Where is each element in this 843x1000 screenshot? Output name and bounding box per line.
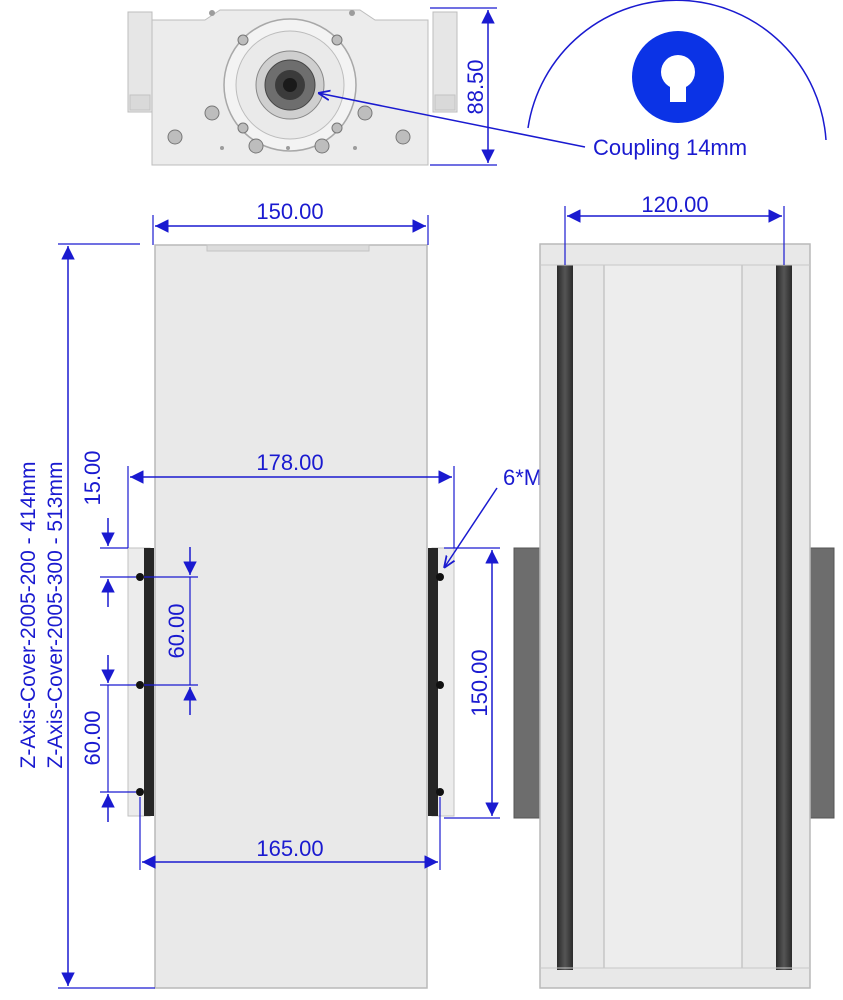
hole-span-label: 165.00: [256, 836, 323, 861]
shaft-icon: [283, 78, 297, 92]
hole-icon: [136, 681, 144, 689]
right-flange-slot: [428, 548, 438, 816]
dim-flange-span: 178.00: [127, 450, 455, 548]
side-width-label: 120.00: [641, 192, 708, 217]
side-center-panel: [603, 264, 743, 969]
screw-icon: [331, 122, 343, 134]
dim-total-length: Z-Axis-Cover-2005-200 - 414mm Z-Axis-Cov…: [17, 243, 155, 989]
screw-icon: [248, 138, 264, 154]
screw-icon: [357, 105, 373, 121]
side-view: [513, 243, 835, 989]
screw-icon: [204, 105, 220, 121]
screw-icon: [167, 129, 183, 145]
top-view: [127, 9, 458, 166]
screw-icon: [314, 138, 330, 154]
flange-span-label: 178.00: [256, 450, 323, 475]
screw-icon: [237, 122, 249, 134]
top-height-label: 88.50: [463, 59, 488, 114]
dim-hole-span: 165.00: [139, 797, 441, 870]
screw-icon: [395, 129, 411, 145]
coupling-arc: [527, 0, 827, 141]
top-left-bracket-foot: [129, 94, 151, 111]
top-screws: [167, 34, 411, 154]
dim-edge-offset: 15.00: [80, 450, 136, 607]
cover-300-label: Z-Axis-Cover-2005-300 - 513mm: [44, 462, 67, 769]
dim-front-width: 150.00: [152, 199, 429, 245]
dim-pitch-lower: 60.00: [80, 655, 136, 822]
cover-200-label: Z-Axis-Cover-2005-200 - 414mm: [17, 462, 40, 769]
keyway-slot-icon: [670, 80, 686, 102]
top-small-holes: [209, 10, 357, 150]
hole-icon: [436, 788, 444, 796]
top-right-bracket-foot: [434, 94, 456, 111]
dim-vertical-span: 150.00: [444, 547, 500, 819]
screw-icon: [331, 34, 343, 46]
screw-icon: [237, 34, 249, 46]
hole-icon: [436, 573, 444, 581]
side-left-rail: [557, 265, 573, 970]
hole-icon: [136, 573, 144, 581]
dim-top-height: 88.50: [430, 7, 497, 166]
side-right-rail: [776, 265, 792, 970]
front-body: [154, 244, 428, 989]
pitch-lower-label: 60.00: [80, 710, 105, 765]
coupling-callout: Coupling 14mm: [318, 0, 827, 160]
edge-offset-label: 15.00: [80, 450, 105, 505]
front-width-label: 150.00: [256, 199, 323, 224]
coupling-bore-icon: [661, 55, 695, 89]
vertical-span-label: 150.00: [467, 649, 492, 716]
left-flange-slot: [144, 548, 154, 816]
pitch-upper-label: 60.00: [164, 603, 189, 658]
coupling-label: Coupling 14mm: [593, 135, 747, 160]
dim-pitch-upper: 60.00: [144, 547, 198, 715]
hole-icon: [436, 681, 444, 689]
front-top-lip: [206, 244, 370, 252]
mount-holes: [136, 573, 444, 796]
side-right-flange: [807, 547, 835, 819]
side-left-flange: [513, 547, 541, 819]
dim-side-width: 120.00: [564, 192, 785, 265]
hole-icon: [136, 788, 144, 796]
